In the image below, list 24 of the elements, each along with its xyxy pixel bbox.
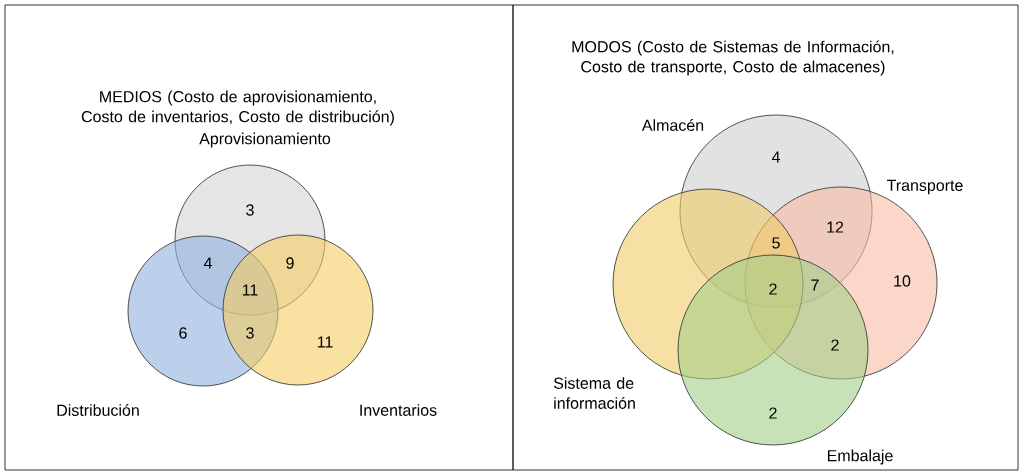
region-count: 6 — [179, 327, 187, 339]
region-count: 5 — [772, 237, 780, 249]
region-count: 2 — [831, 339, 839, 351]
circle-label: Embalaje — [827, 449, 893, 465]
circle-label: Sistema de información — [553, 377, 635, 409]
panel-title: MODOS (Costo de Sistemas de Información, Costo de transporte, Costo de almacenes) — [572, 40, 894, 76]
region-count: 11 — [317, 336, 333, 348]
region-count: 12 — [827, 221, 844, 233]
circle-label: Aprovisionamiento — [199, 132, 331, 148]
region-count: 7 — [811, 279, 819, 291]
circle-label: Transporte — [887, 179, 963, 195]
region-count: 4 — [771, 151, 780, 163]
region-count: 3 — [246, 327, 254, 339]
region-count: 4 — [203, 257, 212, 269]
circle-label: Almacén — [641, 119, 704, 131]
circle-label: Inventarios — [360, 404, 437, 416]
region-count: 2 — [769, 407, 777, 419]
region-count: 9 — [286, 257, 294, 269]
circle-label: Distribución — [57, 404, 139, 416]
region-count: 2 — [769, 283, 777, 295]
region-count: 3 — [246, 204, 254, 216]
region-count: 10 — [894, 275, 911, 287]
panel-title: MEDIOS (Costo de aprovisionamiento, Costo de inventarios, Costo de distribución) — [81, 90, 394, 126]
region-count: 11 — [242, 284, 258, 296]
